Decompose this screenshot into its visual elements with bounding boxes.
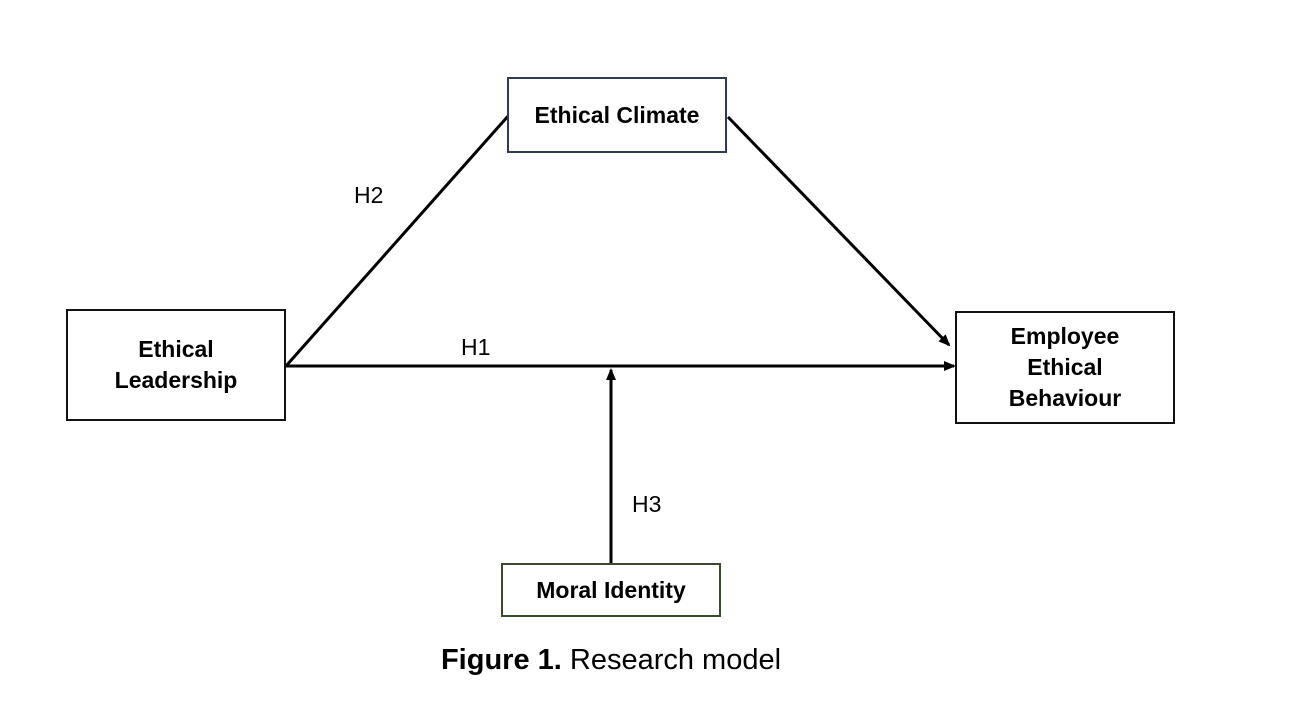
node-ethical-leadership: Ethical Leadership: [66, 309, 286, 421]
node-ethical-climate: Ethical Climate: [507, 77, 727, 153]
node-employee-ethical-behaviour-label: Employee Ethical Behaviour: [1008, 323, 1122, 411]
node-ethical-leadership-label: Ethical Leadership: [114, 336, 238, 393]
node-moral-identity-label: Moral Identity: [536, 576, 686, 603]
node-ethical-climate-label: Ethical Climate: [534, 101, 700, 128]
figure-caption: Figure 1. Research model: [0, 640, 1222, 680]
node-employee-ethical-behaviour: Employee Ethical Behaviour: [955, 311, 1175, 424]
hypothesis-h1-label: H1: [461, 334, 491, 360]
edge-leadership-to-climate: [284, 114, 511, 367]
hypothesis-h3-label: H3: [632, 491, 662, 517]
edge-climate-to-behaviour: [726, 115, 951, 347]
figure-caption-text: Research model: [569, 644, 782, 676]
node-moral-identity: Moral Identity: [501, 563, 721, 617]
hypothesis-h2-label: H2: [354, 182, 384, 208]
figure-caption-number: Figure 1.: [440, 644, 562, 676]
